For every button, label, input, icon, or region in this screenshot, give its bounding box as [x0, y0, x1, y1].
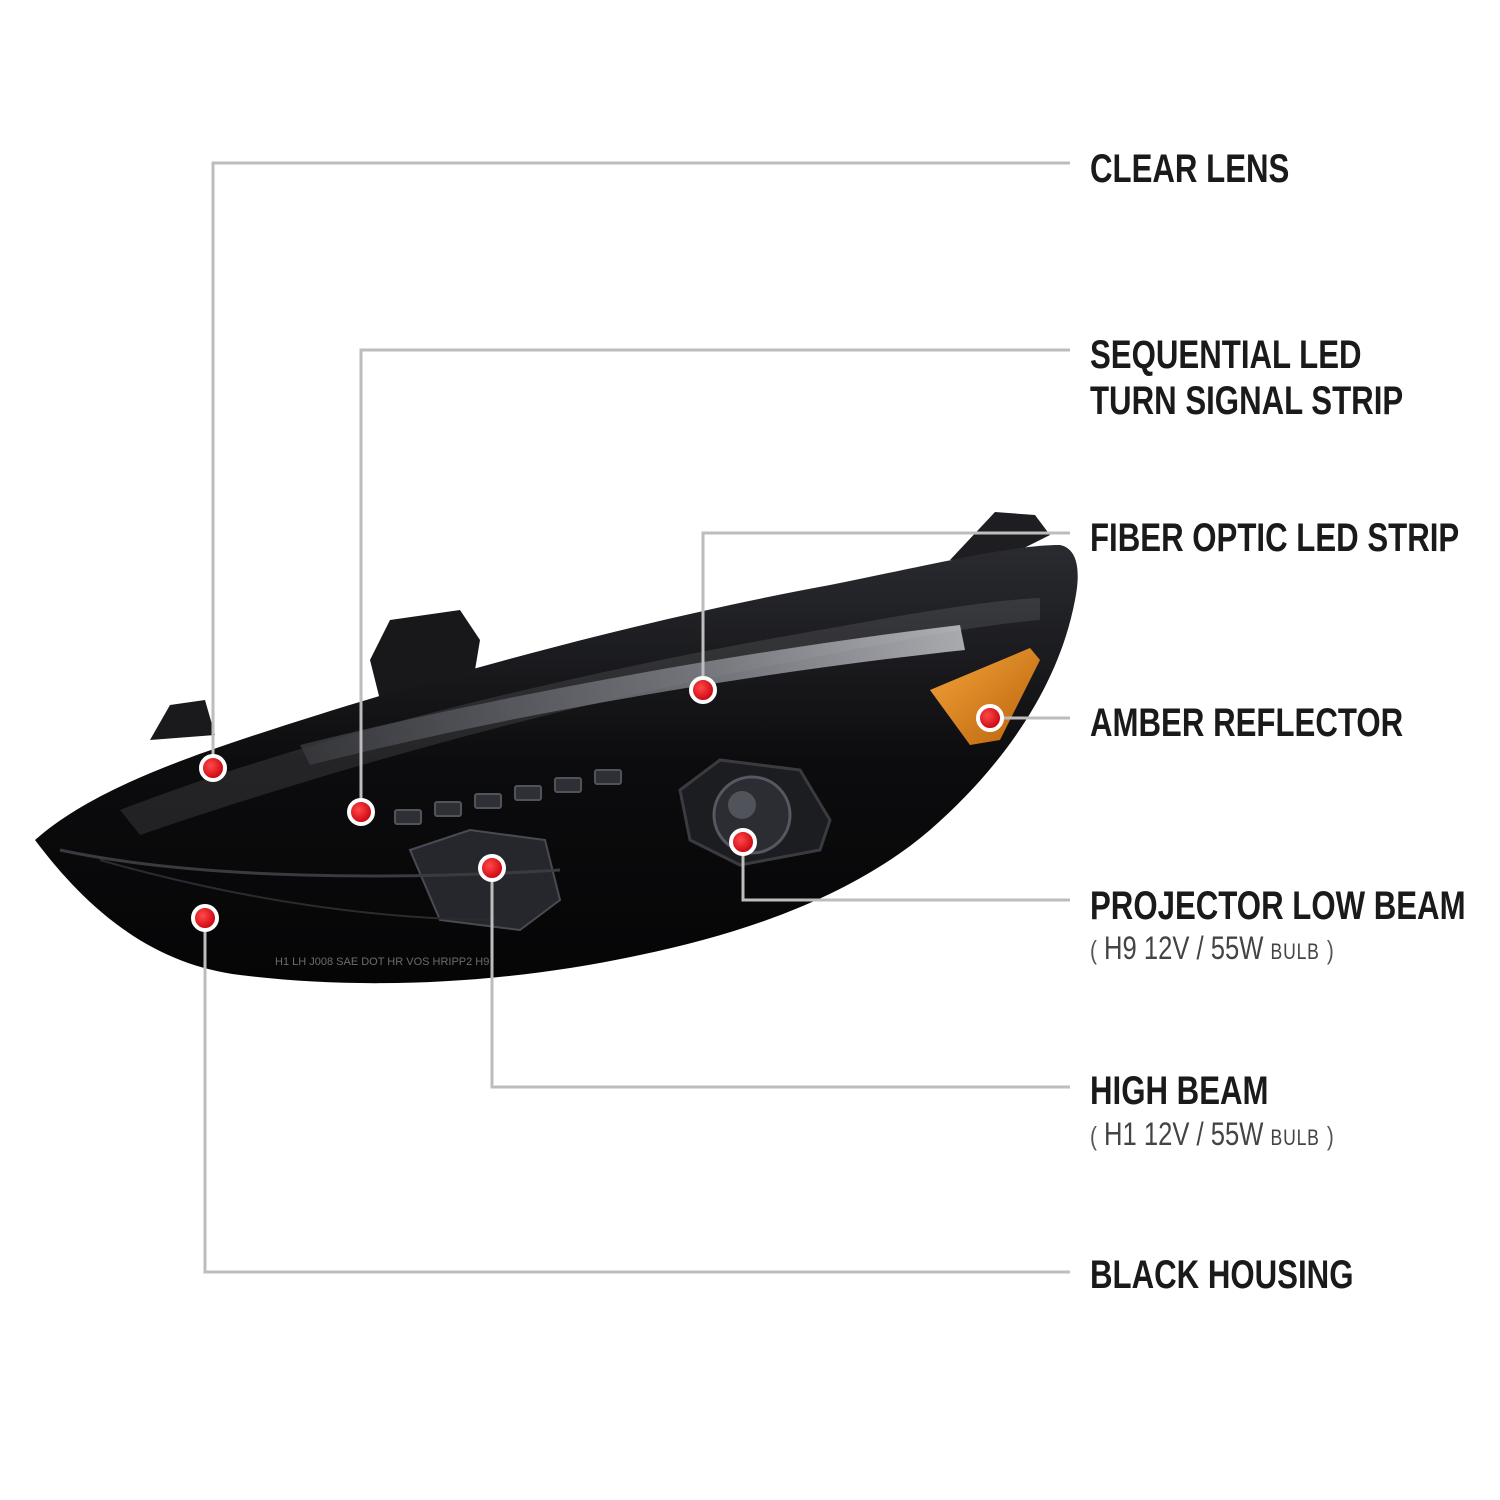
- mount-bracket-left: [150, 700, 215, 740]
- marker-sequential-led: [347, 798, 375, 826]
- marker-fiber-optic: [689, 676, 717, 704]
- leader-line-fiber-optic: [701, 531, 1070, 690]
- marker-amber-reflector: [976, 704, 1004, 732]
- leader-lines: [203, 161, 1070, 1274]
- markers: [191, 676, 1004, 932]
- spec-high-beam: ( H1 12V / 55W BULB ): [1090, 1116, 1334, 1152]
- spec-projector-low-beam: ( H9 12V / 55W BULB ): [1090, 930, 1334, 966]
- label-high-beam: HIGH BEAM: [1090, 1069, 1269, 1113]
- marker-clear-lens: [199, 754, 227, 782]
- label-sequential-led: SEQUENTIAL LED TURN SIGNAL STRIP: [1090, 333, 1404, 423]
- label-amber-reflector: AMBER REFLECTOR: [1090, 701, 1404, 745]
- marker-black-housing: [191, 904, 219, 932]
- label-fiber-optic: FIBER OPTIC LED STRIP: [1090, 516, 1460, 560]
- headlight-body: H1 LH J008 SAE DOT HR VOS HRIPP2 H9: [35, 512, 1078, 984]
- leader-line-black-housing: [203, 918, 1070, 1274]
- leader-line-clear-lens: [211, 161, 1070, 768]
- leader-line-sequential-led: [359, 348, 1070, 812]
- leader-line-projector-low-beam: [741, 842, 1070, 902]
- fiber-optic-strip-shape: [300, 625, 965, 765]
- turn-signal-led-row: [394, 769, 622, 825]
- mount-bracket-right: [950, 512, 1050, 560]
- label-projector-low-beam: PROJECTOR LOW BEAM: [1090, 884, 1466, 928]
- label-black-housing: BLACK HOUSING: [1090, 1253, 1354, 1297]
- marker-projector-low-beam: [729, 828, 757, 856]
- amber-reflector-shape: [930, 648, 1040, 745]
- leader-line-high-beam: [490, 868, 1070, 1089]
- marker-high-beam: [478, 854, 506, 882]
- lens-marking-text: H1 LH J008 SAE DOT HR VOS HRIPP2 H9: [275, 956, 489, 968]
- label-clear-lens: CLEAR LENS: [1090, 147, 1290, 191]
